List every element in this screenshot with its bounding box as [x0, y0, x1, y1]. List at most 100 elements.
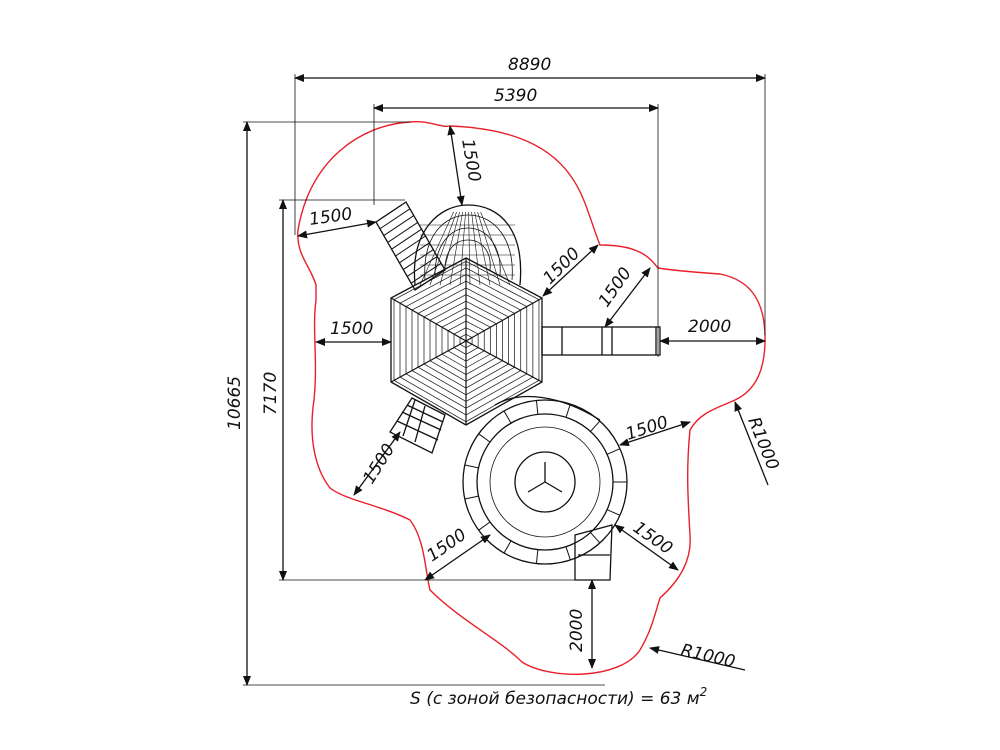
hatch-line	[387, 221, 418, 243]
hatch-line	[465, 343, 473, 349]
hatch-line	[429, 211, 457, 286]
dimension-structure-width: 5390	[373, 86, 659, 357]
clearance-dimensions: 1500 1500 1500 1500 1500 2000 R1000 1500…	[297, 125, 783, 672]
dim-label-8890: 8890	[508, 55, 551, 75]
hatch-line	[391, 228, 422, 250]
hatch-line	[441, 314, 467, 328]
hatch-line	[399, 242, 430, 264]
hatch-line	[383, 215, 415, 237]
dim-label-slide-right: 1500	[623, 412, 670, 444]
hatch-line	[453, 327, 467, 335]
hatch-line	[465, 274, 527, 307]
hatch-line	[411, 280, 467, 311]
hatch-line	[405, 373, 467, 409]
hexagon-tower	[390, 257, 543, 426]
hatch-line	[441, 353, 467, 369]
hatch-line	[465, 280, 521, 311]
hatch-line	[429, 360, 467, 382]
hatch-line	[565, 546, 571, 561]
hatch-line	[478, 433, 491, 443]
hatch-line	[459, 334, 467, 338]
hatch-line	[606, 448, 621, 455]
hatch-line	[468, 211, 471, 286]
hatch-line	[477, 211, 501, 286]
hatch-line	[390, 297, 467, 342]
hatch-line	[405, 274, 467, 307]
upper-stair	[375, 201, 446, 291]
hatch-line	[399, 376, 467, 416]
hatch-line	[464, 495, 479, 500]
hatch-line	[465, 353, 491, 369]
dim-label-slide-exit: 2000	[567, 609, 587, 652]
hatch-line	[447, 350, 467, 362]
hatch-line	[480, 211, 511, 286]
hatch-line	[393, 261, 467, 301]
climbing-net-dome	[413, 204, 522, 286]
dim-label-5390: 5390	[494, 86, 537, 106]
hatch-line	[414, 269, 446, 291]
dim-label-stair-left: 1500	[308, 204, 354, 230]
hatch-line	[590, 420, 601, 432]
hatch-line	[423, 363, 467, 389]
hatch-line	[465, 334, 473, 338]
hatch-line	[465, 340, 543, 383]
area-caption-text: S (с зоной безопасности) = 63 м	[410, 689, 700, 709]
hatch-line	[565, 403, 571, 418]
hatch-line	[590, 532, 601, 544]
dimension-overall-height: 10665	[225, 121, 605, 686]
safety-zone-outline	[297, 120, 766, 675]
hatch-line	[465, 314, 491, 328]
hatch-line	[429, 300, 467, 321]
hatch-line	[535, 549, 539, 564]
dim-label-top-clearance: 1500	[457, 137, 484, 183]
dim-label-bridge-top: 1500	[595, 264, 636, 311]
hatch-line	[465, 297, 543, 342]
hatch-line	[465, 327, 479, 335]
hatch-line	[465, 347, 479, 355]
dim-label-7170: 7170	[261, 372, 281, 415]
hatch-line	[447, 320, 467, 331]
hatch-line	[390, 340, 467, 383]
hatch-line	[439, 211, 460, 286]
hatch-line	[465, 307, 497, 325]
dim-label-slide-lower-right: 1500	[629, 518, 676, 559]
bridge-walkway	[541, 326, 661, 356]
hatch-line	[465, 363, 509, 389]
hatch-line	[423, 294, 467, 318]
hatch-line	[465, 287, 515, 314]
hatch-line	[606, 509, 621, 516]
hatch-line	[465, 300, 503, 321]
hatch-line	[465, 350, 485, 362]
hatch-line	[379, 208, 411, 230]
hatch-line	[503, 540, 512, 554]
hatch-line	[471, 211, 481, 286]
hatch-line	[435, 307, 467, 325]
hatch-line	[465, 373, 527, 409]
area-caption-superscript: 2	[700, 685, 708, 699]
hatch-line	[465, 267, 534, 304]
hatch-line	[410, 262, 442, 284]
dim-label-slide-left: 1500	[423, 525, 470, 566]
dim-label-bridge-end: 2000	[688, 317, 731, 337]
hatch-line	[465, 320, 485, 331]
hatch-line	[393, 380, 467, 422]
hatch-line	[465, 294, 509, 318]
hatch-line	[435, 357, 467, 375]
dimension-overall-width: 8890	[294, 55, 766, 335]
hatch-line	[478, 521, 491, 531]
hatch-line	[465, 360, 503, 382]
hatch-line	[503, 410, 512, 424]
dim-label-lower-stair: 1500	[359, 440, 399, 487]
hatch-line	[465, 370, 521, 402]
area-caption: S (с зоной безопасности) = 63 м2	[410, 685, 707, 709]
hatch-line	[411, 370, 467, 402]
hatch-line	[419, 211, 454, 286]
lower-stair	[389, 397, 446, 454]
hatch-line	[399, 267, 467, 304]
dim-label-radius-right: R1000	[743, 414, 782, 473]
hatch-line	[406, 255, 438, 277]
dim-label-radius-bottom: R1000	[679, 640, 737, 672]
hatch-line	[459, 343, 467, 349]
